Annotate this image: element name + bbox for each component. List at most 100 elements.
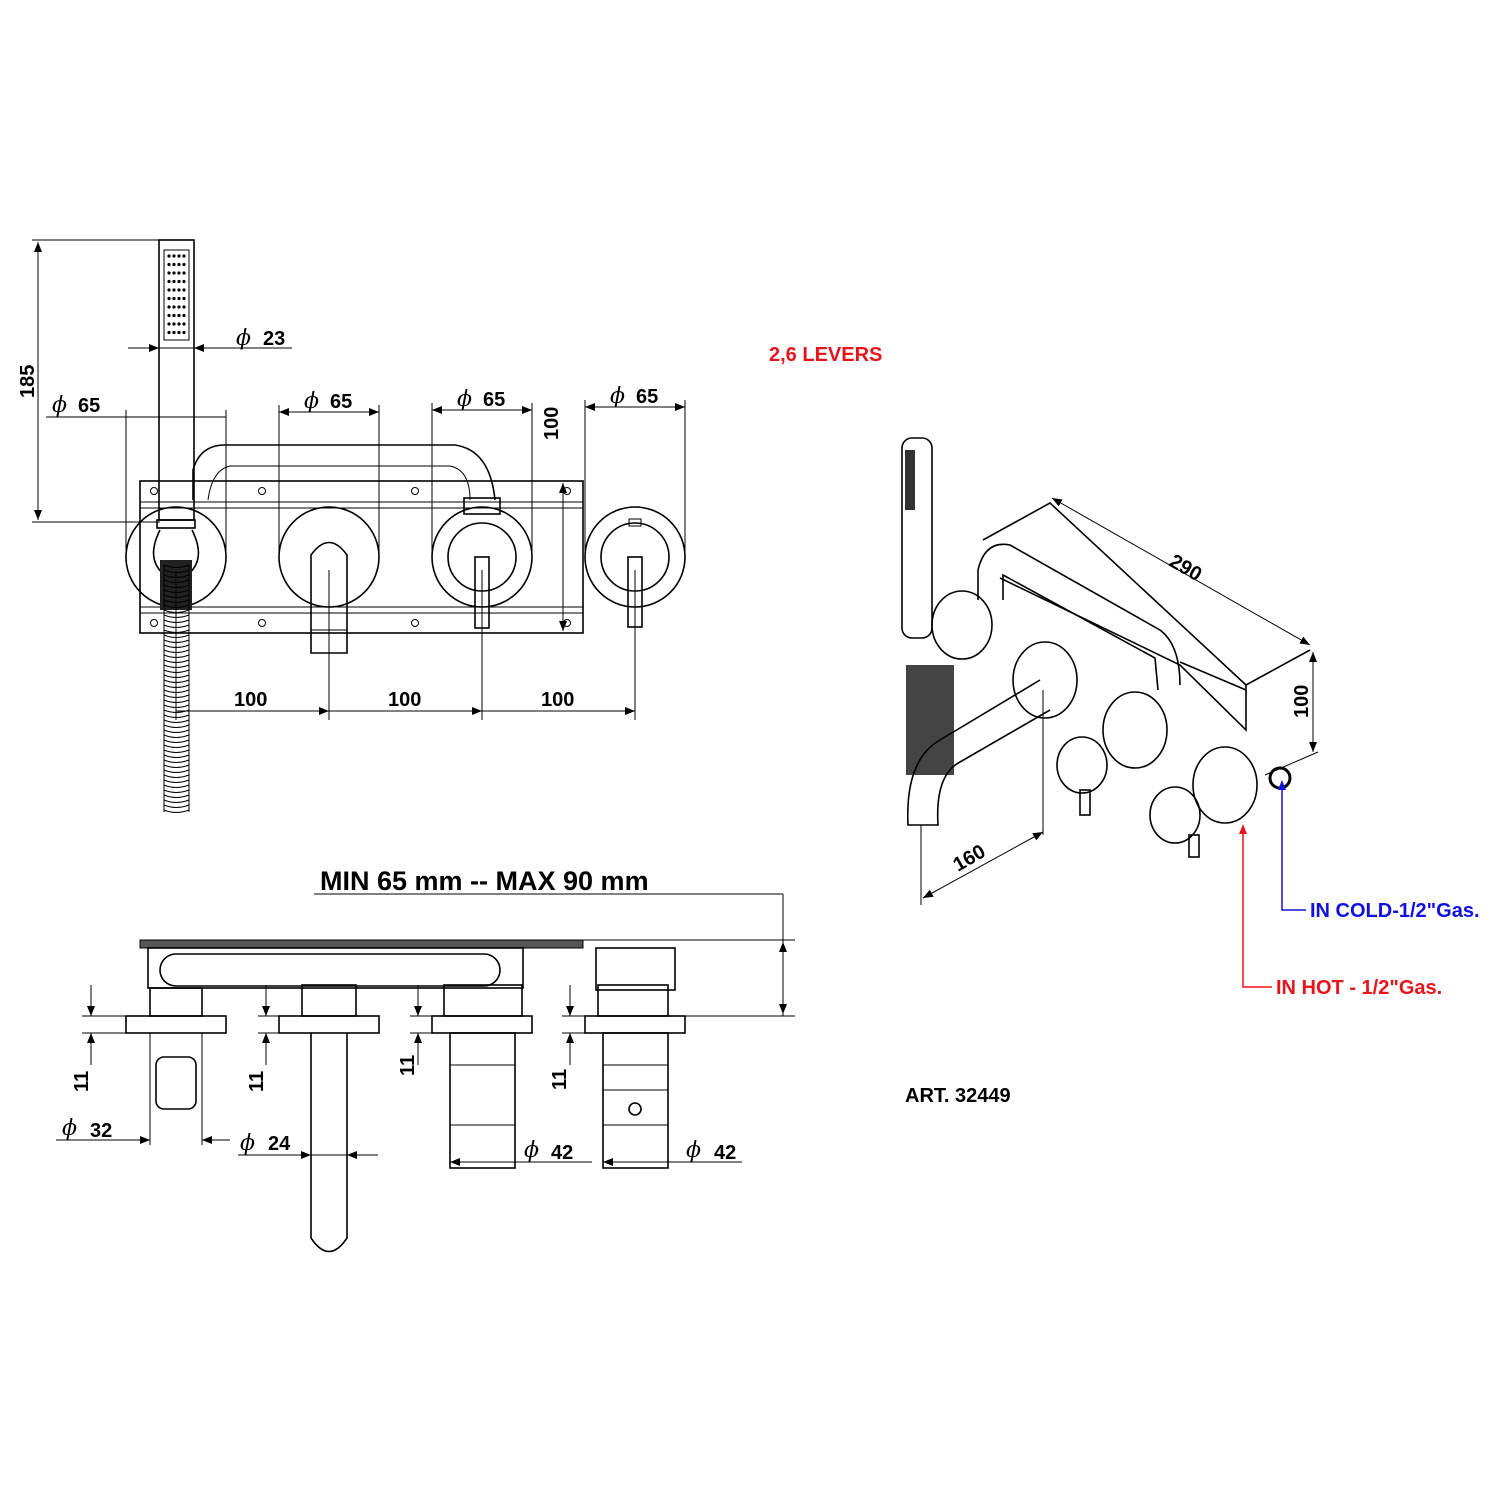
dim-handshower-dia: 23 bbox=[263, 328, 285, 350]
dim-offset-3: 11 bbox=[397, 1055, 419, 1076]
hose-coil bbox=[163, 804, 190, 808]
nozzle bbox=[172, 330, 176, 335]
iso-handshower bbox=[901, 437, 933, 639]
dim-offset-2: 11 bbox=[246, 1071, 268, 1092]
hose-coil bbox=[163, 769, 190, 773]
dim-rosette-dia-2: 65 bbox=[330, 391, 352, 413]
dim-rosette-dia-4: 65 bbox=[636, 386, 658, 408]
dim-height-185: 185 bbox=[17, 365, 39, 398]
hot-arrow-icon bbox=[1239, 824, 1247, 834]
hose-coil bbox=[163, 794, 190, 798]
hose-coil bbox=[163, 734, 190, 738]
side-view: MIN 65 mm -- MAX 90 mm bbox=[56, 866, 795, 1253]
hot-inlet-leader bbox=[1242, 826, 1272, 988]
nozzle bbox=[177, 330, 181, 335]
nozzle bbox=[167, 296, 171, 301]
nozzle bbox=[172, 271, 176, 275]
dim-spout-dia: 24 bbox=[268, 1133, 291, 1155]
dim-holder-dia: 32 bbox=[90, 1120, 112, 1142]
dim-plate-height: 100 bbox=[541, 407, 563, 440]
nozzle bbox=[182, 296, 186, 301]
nozzle bbox=[177, 305, 181, 309]
dim-offset-1: 11 bbox=[71, 1071, 93, 1092]
cold-inlet-label: IN COLD-1/2"Gas. bbox=[1310, 900, 1480, 922]
phi-symbol: ϕ bbox=[62, 1116, 77, 1141]
iso-spout bbox=[906, 679, 1051, 826]
phi-symbol: ϕ bbox=[236, 326, 251, 351]
phi-symbol: ϕ bbox=[610, 384, 625, 409]
dim-rosette-dia-3: 65 bbox=[483, 389, 505, 411]
hose-coil bbox=[163, 719, 190, 723]
hose-coil bbox=[163, 779, 190, 783]
dim-handle-dia-2: 42 bbox=[714, 1142, 736, 1164]
nozzle bbox=[177, 254, 181, 258]
nozzle bbox=[177, 271, 181, 275]
front-view: 185 ϕ 23 ϕ 65 ϕ 65 ϕ 65 ϕ 65 100 100 bbox=[17, 239, 686, 813]
hose-coil bbox=[163, 749, 190, 753]
phi-symbol: ϕ bbox=[52, 393, 67, 418]
dim-reach-160: 160 bbox=[950, 841, 990, 877]
nozzle bbox=[167, 330, 171, 335]
nozzle bbox=[182, 262, 186, 267]
nozzle bbox=[182, 322, 186, 326]
hose-coil bbox=[163, 754, 190, 758]
nozzle bbox=[167, 254, 171, 258]
nozzle bbox=[182, 288, 186, 292]
hose-coil bbox=[163, 564, 190, 568]
nozzle bbox=[167, 271, 171, 275]
nozzle bbox=[172, 262, 176, 267]
cold-inlet-leader bbox=[1281, 782, 1306, 911]
dim-handle-dia-1: 42 bbox=[551, 1142, 573, 1164]
nozzle bbox=[182, 305, 186, 309]
wall-plate-side bbox=[139, 939, 584, 949]
nozzle bbox=[182, 330, 186, 335]
nozzle bbox=[182, 271, 186, 275]
nozzle bbox=[172, 288, 176, 292]
nozzle bbox=[167, 313, 171, 318]
nozzle bbox=[177, 288, 181, 292]
hose-coil bbox=[163, 799, 190, 803]
dim-spacing-1: 100 bbox=[234, 689, 267, 711]
nozzle bbox=[182, 254, 186, 258]
phi-symbol: ϕ bbox=[457, 387, 472, 412]
iso-handle-2 bbox=[1149, 786, 1201, 844]
hose-coil bbox=[163, 739, 190, 743]
dim-offset-4: 11 bbox=[549, 1069, 571, 1090]
nozzle bbox=[167, 305, 171, 309]
hose-coil bbox=[163, 744, 190, 748]
nozzle bbox=[177, 296, 181, 301]
phi-symbol: ϕ bbox=[304, 389, 319, 414]
nozzle bbox=[167, 322, 171, 326]
iso-hose bbox=[906, 665, 954, 775]
iso-box bbox=[982, 502, 1247, 732]
hose-coil bbox=[163, 789, 190, 793]
depth-range-label: MIN 65 mm -- MAX 90 mm bbox=[320, 866, 649, 896]
iso-handle-1 bbox=[1056, 736, 1108, 794]
levers-label: 2,6 LEVERS bbox=[769, 344, 882, 366]
hose-coil bbox=[163, 759, 190, 763]
hose-coil bbox=[163, 784, 190, 788]
hose-coil bbox=[163, 774, 190, 778]
nozzle bbox=[172, 305, 176, 309]
hose-coil bbox=[163, 764, 190, 768]
dim-spacing-2: 100 bbox=[388, 689, 421, 711]
nozzle bbox=[177, 313, 181, 318]
handle-side-1 bbox=[449, 1032, 516, 1169]
phi-symbol: ϕ bbox=[240, 1131, 255, 1156]
nozzle bbox=[172, 313, 176, 318]
phi-symbol: ϕ bbox=[524, 1138, 539, 1163]
phi-symbol: ϕ bbox=[686, 1138, 701, 1163]
hose-coil bbox=[163, 724, 190, 728]
dim-length-290: 290 bbox=[1166, 550, 1206, 586]
dim-rosette-dia-1: 65 bbox=[78, 395, 100, 417]
screw-holes bbox=[150, 487, 571, 627]
nozzle bbox=[177, 322, 181, 326]
nozzle bbox=[172, 254, 176, 258]
holder-side bbox=[155, 1056, 197, 1110]
nozzle bbox=[172, 322, 176, 326]
connecting-pipe bbox=[192, 444, 496, 501]
handle-side-2 bbox=[602, 1032, 669, 1169]
dim-height-100: 100 bbox=[1291, 685, 1313, 718]
nozzle bbox=[167, 288, 171, 292]
